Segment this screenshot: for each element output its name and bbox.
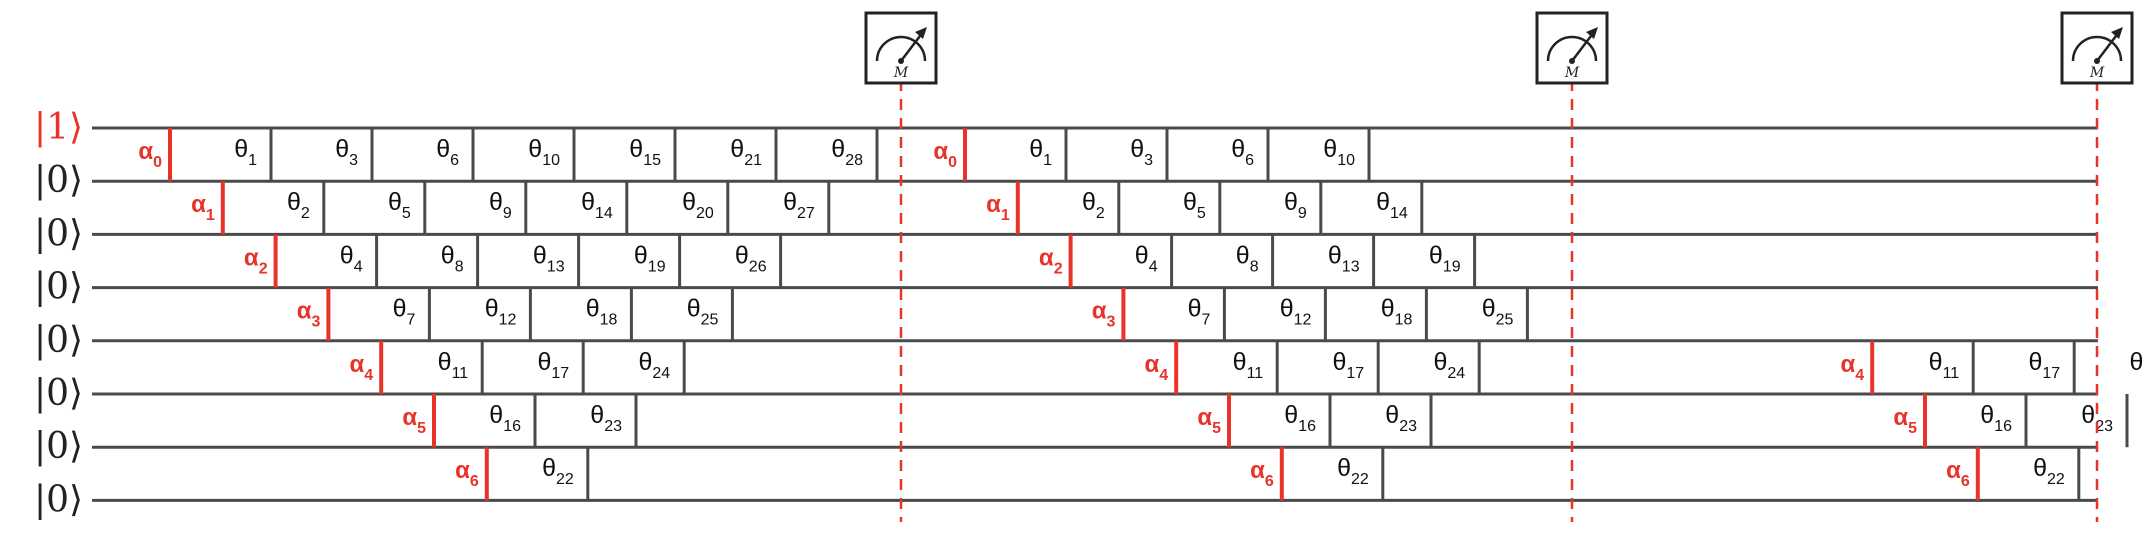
alpha-label-s0-6: α6 <box>455 457 479 490</box>
measurement-dividers <box>899 80 2099 522</box>
qubit-wires <box>92 126 2098 502</box>
alpha-label-s1-2: α2 <box>1039 244 1063 277</box>
theta-label-s0-0-5: θ21 <box>730 135 762 169</box>
alpha-label-s0-3: α3 <box>297 298 321 331</box>
theta-label-s1-6-0: θ22 <box>1337 454 1369 488</box>
theta-label-s1-2-1: θ8 <box>1236 241 1259 275</box>
theta-label-s0-0-0: θ1 <box>234 135 257 169</box>
theta-label-s0-2-1: θ8 <box>441 241 464 275</box>
theta-label-s0-3-3: θ25 <box>687 295 719 329</box>
alpha-label-s1-1: α1 <box>986 191 1010 224</box>
gate-grid: α0 θ1 θ3 θ6 θ10 θ15 θ21 θ28 α1 θ2 θ5 θ9 θ14 θ20 θ27 α2 θ… <box>138 128 2142 501</box>
input-state-3: |0⟩ <box>34 267 83 308</box>
theta-label-s1-1-2: θ9 <box>1284 188 1307 222</box>
theta-label-s0-4-2: θ24 <box>638 348 670 382</box>
theta-label-s0-3-0: θ7 <box>393 295 416 329</box>
measurement-meter-icon: M <box>1535 11 1609 85</box>
theta-label-s1-0-2: θ6 <box>1231 135 1254 169</box>
theta-label-s0-0-2: θ6 <box>436 135 459 169</box>
theta-label-s0-2-3: θ19 <box>634 241 666 275</box>
alpha-label-s2-2: α6 <box>1946 457 1970 490</box>
theta-label-s2-0-0: θ11 <box>1929 348 1960 382</box>
theta-label-s2-0-2: θ24 <box>2129 348 2142 382</box>
theta-label-s0-0-4: θ15 <box>629 135 661 169</box>
theta-label-s0-2-2: θ13 <box>533 241 565 275</box>
measurement-label: M <box>893 65 909 81</box>
theta-label-s1-2-0: θ4 <box>1135 241 1158 275</box>
theta-label-s1-0-3: θ10 <box>1323 135 1355 169</box>
input-state-2: |0⟩ <box>34 213 83 254</box>
theta-label-s0-0-6: θ28 <box>831 135 863 169</box>
theta-label-s1-2-2: θ13 <box>1328 241 1360 275</box>
alpha-label-s0-2: α2 <box>244 244 268 277</box>
theta-label-s2-1-1: θ23 <box>2081 401 2113 435</box>
theta-label-s1-4-2: θ24 <box>1433 348 1465 382</box>
alpha-label-s0-5: α5 <box>402 404 426 437</box>
theta-label-s1-5-1: θ23 <box>1385 401 1417 435</box>
theta-label-s0-2-0: θ4 <box>340 241 363 275</box>
input-state-6: |0⟩ <box>34 426 83 467</box>
theta-label-s0-1-5: θ27 <box>783 188 815 222</box>
theta-label-s0-1-4: θ20 <box>682 188 714 222</box>
theta-label-s0-0-1: θ3 <box>335 135 358 169</box>
theta-label-s0-5-0: θ16 <box>489 401 521 435</box>
alpha-label-s0-4: α4 <box>350 351 374 384</box>
alpha-label-s0-1: α1 <box>191 191 215 224</box>
theta-label-s1-4-1: θ17 <box>1332 348 1364 382</box>
theta-label-s1-0-0: θ1 <box>1029 135 1052 169</box>
theta-label-s0-4-0: θ11 <box>438 348 469 382</box>
theta-label-s1-2-3: θ19 <box>1429 241 1461 275</box>
alpha-label-s1-3: α3 <box>1092 298 1116 331</box>
theta-label-s0-1-2: θ9 <box>489 188 512 222</box>
theta-label-s0-3-2: θ18 <box>586 295 618 329</box>
theta-label-s0-6-0: θ22 <box>542 454 574 488</box>
theta-label-s1-3-0: θ7 <box>1188 295 1211 329</box>
alpha-label-s0-0: α0 <box>138 138 162 171</box>
theta-label-s0-5-1: θ23 <box>590 401 622 435</box>
theta-label-s2-0-1: θ17 <box>2028 348 2060 382</box>
theta-label-s1-3-1: θ12 <box>1280 295 1312 329</box>
input-state-7: |0⟩ <box>34 479 83 520</box>
theta-label-s0-1-3: θ14 <box>581 188 613 222</box>
measurement-label: M <box>2089 65 2105 81</box>
input-state-0: |1⟩ <box>34 107 83 148</box>
theta-label-s0-4-1: θ17 <box>537 348 569 382</box>
theta-label-s2-2-0: θ22 <box>2033 454 2065 488</box>
theta-label-s1-3-2: θ18 <box>1381 295 1413 329</box>
theta-label-s1-1-3: θ14 <box>1376 188 1408 222</box>
input-state-1: |0⟩ <box>34 160 83 201</box>
alpha-label-s1-0: α0 <box>933 138 957 171</box>
theta-label-s0-1-1: θ5 <box>388 188 411 222</box>
alpha-label-s1-5: α5 <box>1197 404 1221 437</box>
theta-label-s1-3-3: θ25 <box>1482 295 1514 329</box>
alpha-label-s2-1: α5 <box>1893 404 1917 437</box>
theta-label-s1-1-0: θ2 <box>1082 188 1105 222</box>
input-state-labels: |1⟩ |0⟩ |0⟩ |0⟩ |0⟩ |0⟩ |0⟩ |0⟩ <box>34 107 83 520</box>
theta-label-s0-2-4: θ26 <box>735 241 767 275</box>
theta-label-s0-3-1: θ12 <box>485 295 517 329</box>
measurement-meter-icon: M <box>2060 11 2134 85</box>
measurement-label: M <box>1564 65 1580 81</box>
input-state-5: |0⟩ <box>34 373 83 414</box>
theta-label-s1-5-0: θ16 <box>1284 401 1316 435</box>
theta-label-s1-4-0: θ11 <box>1233 348 1264 382</box>
measurement-meter-icon: M <box>864 11 938 85</box>
alpha-label-s1-4: α4 <box>1145 351 1169 384</box>
theta-label-s2-1-0: θ16 <box>1980 401 2012 435</box>
theta-label-s0-1-0: θ2 <box>287 188 310 222</box>
alpha-label-s1-6: α6 <box>1250 457 1274 490</box>
theta-label-s1-1-1: θ5 <box>1183 188 1206 222</box>
alpha-label-s2-0: α4 <box>1841 351 1865 384</box>
theta-label-s1-0-1: θ3 <box>1130 135 1153 169</box>
theta-label-s0-0-3: θ10 <box>528 135 560 169</box>
input-state-4: |0⟩ <box>34 320 83 361</box>
